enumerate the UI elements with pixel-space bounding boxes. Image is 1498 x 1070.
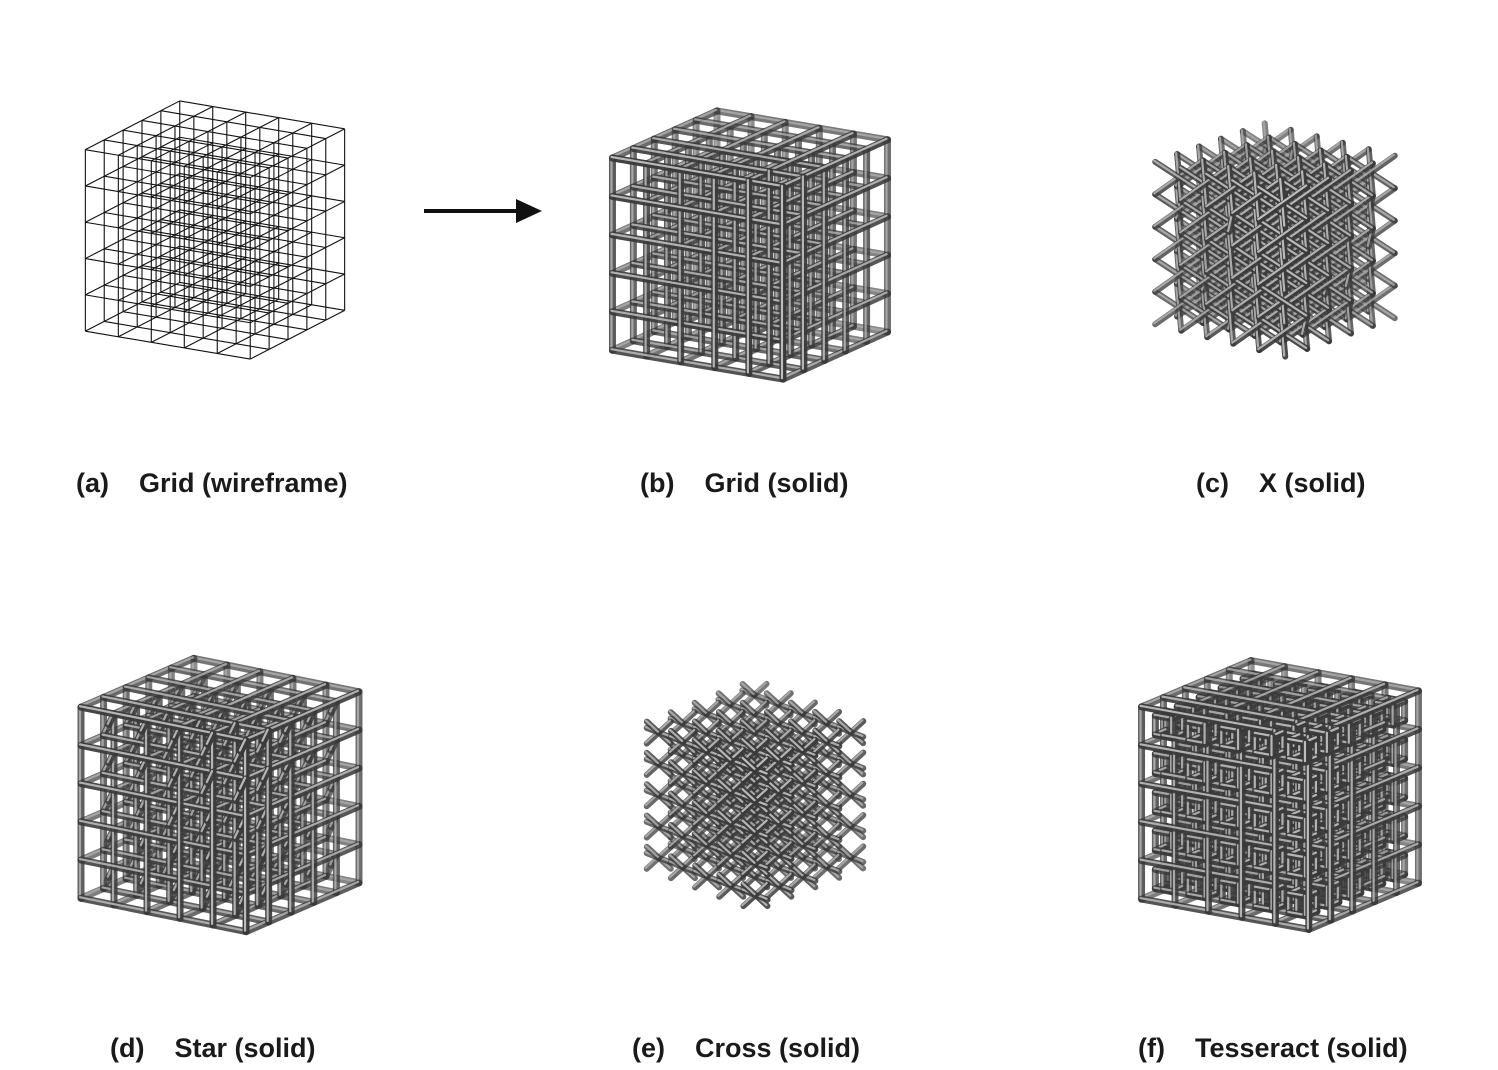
caption-title: Tesseract (solid)	[1194, 1033, 1408, 1063]
tesseract-solid-lattice-icon	[1138, 657, 1422, 933]
caption-a: (a) Grid (wireframe)	[76, 468, 348, 499]
caption-b: (b) Grid (solid)	[640, 468, 848, 499]
caption-label: (b)	[640, 468, 675, 498]
lattice-struts	[1152, 120, 1398, 360]
panel-grid-solid	[520, 0, 980, 460]
caption-d: (d) Star (solid)	[110, 1033, 316, 1064]
caption-label: (c)	[1196, 468, 1229, 498]
caption-title: Grid (solid)	[704, 468, 849, 498]
lattice-struts	[608, 107, 892, 383]
panel-tesseract-solid	[1060, 560, 1498, 1020]
right-arrow-icon	[424, 199, 542, 223]
lattice-struts	[643, 680, 867, 910]
caption-label: (d)	[110, 1033, 145, 1063]
caption-label: (f)	[1138, 1033, 1165, 1063]
x-solid-lattice-icon	[1152, 120, 1398, 360]
panel-star-solid	[0, 560, 440, 1020]
grid-wireframe-lattice-icon	[84, 100, 346, 360]
lattice-struts	[1138, 657, 1422, 933]
cross-solid-lattice-icon	[643, 680, 867, 910]
caption-title: Grid (wireframe)	[139, 468, 348, 498]
panel-cross-solid	[530, 560, 980, 1020]
grid-solid-lattice-icon	[608, 107, 892, 383]
lattice-struts	[84, 100, 346, 360]
caption-label: (a)	[76, 468, 109, 498]
caption-c: (c) X (solid)	[1196, 468, 1366, 499]
panel-x-solid	[1060, 0, 1498, 460]
caption-f: (f) Tesseract (solid)	[1138, 1033, 1408, 1064]
panel-grid-wireframe	[0, 0, 430, 460]
star-solid-lattice-icon	[77, 654, 363, 936]
caption-title: Cross (solid)	[695, 1033, 861, 1063]
caption-title: Star (solid)	[174, 1033, 316, 1063]
caption-title: X (solid)	[1259, 468, 1366, 498]
lattice-struts	[77, 654, 363, 936]
caption-label: (e)	[632, 1033, 665, 1063]
caption-e: (e) Cross (solid)	[632, 1033, 860, 1064]
